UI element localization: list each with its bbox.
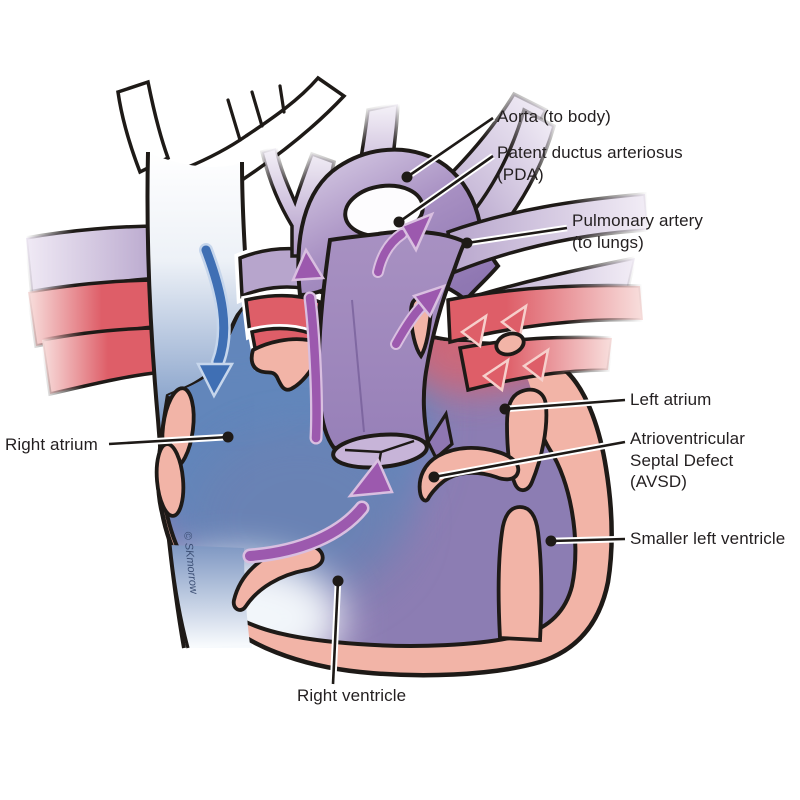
purple-flow-arrow-ascending xyxy=(291,247,326,445)
label-avsd-line3: (AVSD) xyxy=(630,472,687,491)
right-pulmonary-veins-left-segment xyxy=(26,278,164,397)
label-aorta: Aorta (to body) xyxy=(497,106,611,128)
label-smaller-left-ventricle: Smaller left ventricle xyxy=(630,528,785,550)
label-pa-line2: (to lungs) xyxy=(572,232,644,252)
cavity-inner-outline xyxy=(159,395,578,648)
label-right-ventricle: Right ventricle xyxy=(297,685,406,707)
vein-ostium-flap xyxy=(494,331,526,357)
label-pda: Patent ductus arteriosus (PDA) xyxy=(497,142,683,185)
leader-smaller-lv xyxy=(550,537,626,543)
papillary-muscle xyxy=(496,505,544,642)
left-pulmonary-veins xyxy=(446,283,645,393)
arch-branch-left xyxy=(259,145,336,258)
leader-dots xyxy=(222,171,557,587)
label-rv-line1: Right ventricle xyxy=(297,686,407,705)
leader-lines xyxy=(108,115,626,685)
purple-flow-arrow-pulmonary xyxy=(390,283,447,350)
leader-pda xyxy=(398,154,494,224)
label-avsd-line2: Septal Defect xyxy=(630,450,734,470)
leader-aorta xyxy=(406,116,494,179)
vein-twigs xyxy=(226,84,286,142)
label-avsd: Atrioventricular Septal Defect (AVSD) xyxy=(630,428,745,493)
purple-flow-arrow-ventricle xyxy=(242,457,394,564)
purple-flow-arrow-pda xyxy=(372,211,435,278)
leader-pulmonary xyxy=(466,226,568,245)
avsd-valve-bridge xyxy=(417,446,521,503)
leader-right-ventricle xyxy=(331,580,340,685)
leader-right-atrium xyxy=(108,435,229,446)
ivc-left-edge xyxy=(168,544,190,649)
label-pda-line2: (PDA) xyxy=(497,164,544,184)
label-la-line1: Left atrium xyxy=(630,390,712,409)
label-pa-line1: Pulmonary artery xyxy=(572,211,704,230)
leader-avsd xyxy=(433,440,626,479)
ivc-fade-column xyxy=(170,545,250,648)
crista-flap-lower xyxy=(154,442,186,518)
label-ra-line1: Right atrium xyxy=(5,435,98,454)
label-pulmonary-artery: Pulmonary artery (to lungs) xyxy=(572,210,703,253)
label-aorta-line1: Aorta (to body) xyxy=(497,107,611,126)
tube-fold xyxy=(426,409,454,461)
label-right-atrium: Right atrium xyxy=(5,434,98,456)
label-slv-line1: Smaller left ventricle xyxy=(630,529,786,548)
label-avsd-line1: Atrioventricular xyxy=(630,429,745,448)
label-left-atrium: Left atrium xyxy=(630,389,711,411)
label-pda-line1: Patent ductus arteriosus xyxy=(497,143,683,162)
red-flow-arrows xyxy=(459,303,550,393)
flow-arrows xyxy=(195,211,447,564)
leader-left-atrium xyxy=(504,398,626,411)
blue-flow-arrow xyxy=(195,243,235,399)
